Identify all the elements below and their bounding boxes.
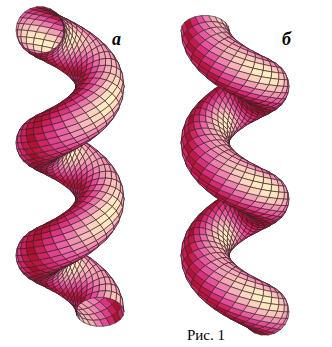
tube-facet [26, 37, 34, 44]
tube-facet [200, 234, 209, 241]
tube-facet [21, 242, 27, 249]
tube-facet [199, 221, 206, 229]
tube-facet [99, 277, 106, 285]
tube-facet [202, 241, 212, 247]
tube-facet [93, 185, 103, 191]
tube-facet [105, 284, 111, 291]
tube-facet [215, 282, 230, 292]
tube-facet [99, 284, 106, 291]
tube-facet [279, 298, 285, 305]
tube-facet [99, 164, 106, 172]
tube-facet [97, 178, 106, 185]
tube-facet [97, 291, 106, 298]
tube-facet [105, 171, 111, 178]
tube-facet [193, 228, 199, 235]
tube-facet [99, 171, 106, 178]
tube-facet [199, 228, 206, 235]
